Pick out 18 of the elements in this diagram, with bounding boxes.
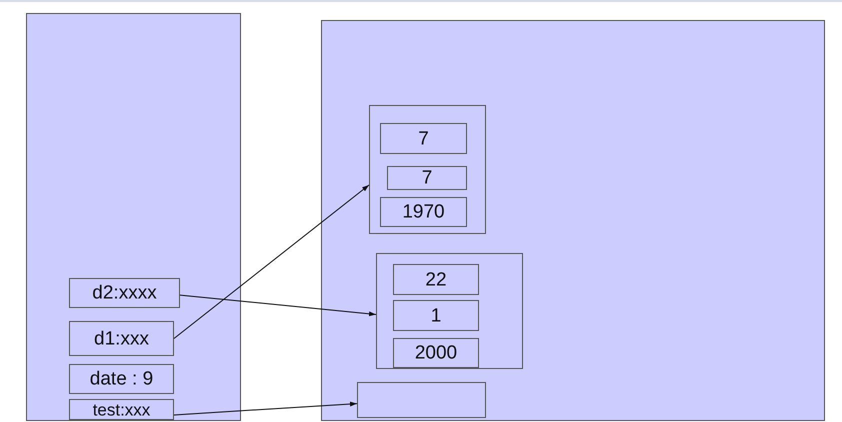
value-box: 22 xyxy=(393,264,479,295)
value-box: 2000 xyxy=(393,338,479,368)
value-box: 1 xyxy=(393,300,479,331)
arrow xyxy=(180,294,376,316)
memory-panel xyxy=(321,20,825,421)
value-box: test:xxx xyxy=(69,399,174,420)
object-box xyxy=(376,253,523,369)
value-box: d2:xxxx xyxy=(69,278,180,308)
value-box: 7 xyxy=(387,166,467,190)
value-box: d1:xxx xyxy=(69,321,174,356)
arrow xyxy=(174,402,358,416)
memory-panel xyxy=(26,13,241,421)
object-box xyxy=(357,382,486,418)
value-box: 1970 xyxy=(380,197,467,227)
value-box: date : 9 xyxy=(69,364,174,394)
value-box: 7 xyxy=(380,123,467,154)
arrow xyxy=(174,184,370,339)
object-box xyxy=(369,105,486,234)
